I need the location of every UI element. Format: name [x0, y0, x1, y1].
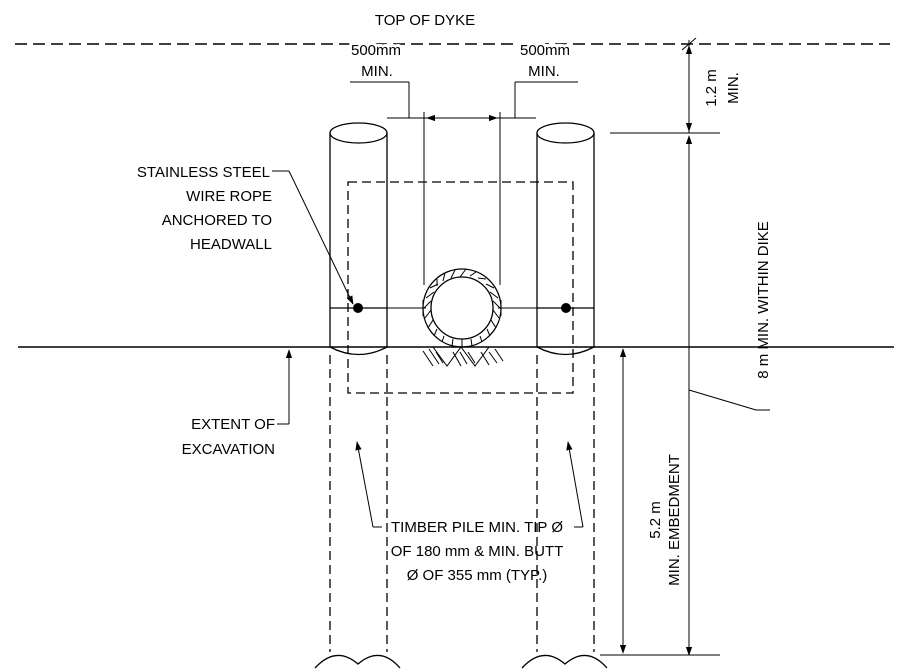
cover-label-2: MIN.: [725, 72, 742, 104]
within-dike-label: 8 m MIN. WITHIN DIKE: [755, 221, 772, 379]
wire-rope-label-2: WIRE ROPE: [186, 188, 272, 205]
dike-length-dimension: [685, 135, 770, 656]
timber-pile-label-1: TIMBER PILE MIN. TIP Ø: [391, 519, 563, 536]
clearance-right-label-1: 500mm: [520, 42, 570, 59]
clearance-left-label-1: 500mm: [351, 42, 401, 59]
clearance-left-label-2: MIN.: [361, 63, 393, 80]
cover-label-1: 1.2 m: [703, 69, 720, 107]
left-timber-pile: [314, 122, 401, 669]
wire-rope-anchor-left: [353, 303, 363, 313]
right-timber-pile: [521, 122, 608, 669]
clearance-dimension: [350, 81, 578, 285]
excavation-label-2: EXCAVATION: [182, 441, 275, 458]
embedment-label-1: 5.2 m: [647, 501, 664, 539]
cover-dimension: [610, 37, 720, 134]
wire-rope-anchor-right: [561, 303, 571, 313]
wire-rope-label-3: ANCHORED TO: [162, 212, 272, 229]
excavation-label-1: EXTENT OF: [191, 416, 275, 433]
timber-pile-label-2: OF 180 mm & MIN. BUTT: [391, 543, 564, 560]
pipe: [422, 268, 502, 348]
pipe-bedding-hatch: [422, 346, 504, 367]
excavation-leader: [277, 349, 293, 425]
embedment-label-2: MIN. EMBEDMENT: [666, 454, 683, 586]
wire-rope-label-4: HEADWALL: [190, 236, 272, 253]
embedment-dimension: [600, 348, 720, 656]
top-of-dyke-label: TOP OF DYKE: [375, 12, 475, 29]
wire-rope-label-1: STAINLESS STEEL: [137, 164, 270, 181]
wire-rope-leader: [272, 170, 354, 305]
timber-pile-leaders: [355, 441, 584, 528]
timber-pile-label-3: Ø OF 355 mm (TYP.): [407, 567, 548, 584]
excavation-extent: [347, 181, 574, 394]
clearance-right-label-2: MIN.: [528, 63, 560, 80]
